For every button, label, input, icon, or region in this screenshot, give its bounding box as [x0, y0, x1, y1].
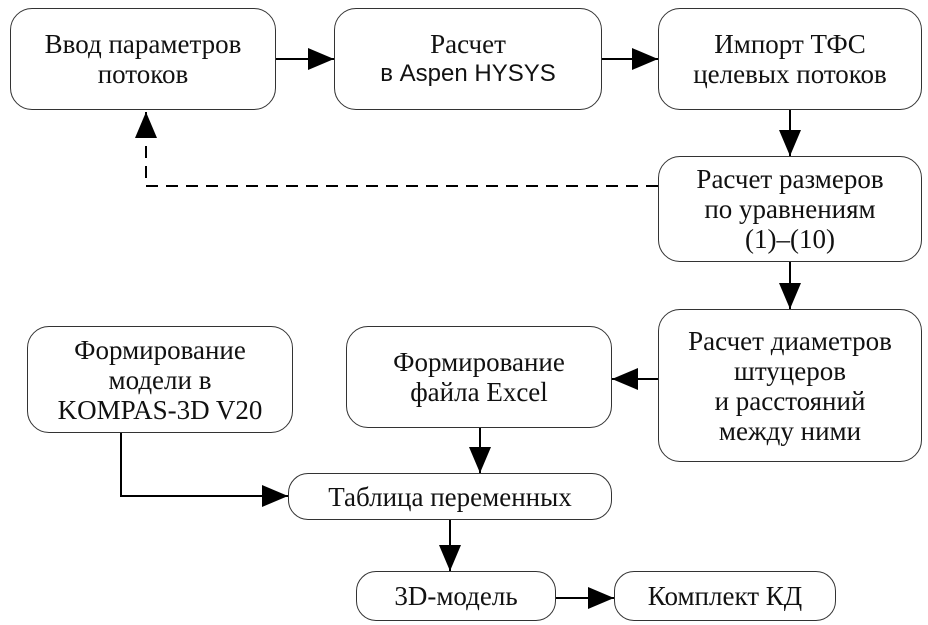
- node-excel-file: Формирование файла Excel: [346, 326, 612, 428]
- arrow-kompas-to-table: [120, 433, 288, 507]
- node-kd-set: Комплект КД: [614, 571, 836, 621]
- node-3d-model: 3D-модель: [356, 571, 556, 621]
- node-import-tfs: Импорт ТФС целевых потоков: [658, 8, 922, 110]
- node-kompas-model: Формирование модели в KOMPAS-3D V20: [27, 326, 293, 433]
- node-calc-hysys: Расчет в Aspen HYSYS: [334, 8, 602, 110]
- arrow-feedback-dashed: [135, 112, 658, 187]
- node-variables-table: Таблица переменных: [288, 473, 612, 520]
- node-calc-sizes: Расчет размеров по уравнениям (1)–(10): [658, 156, 922, 262]
- node-input-params: Ввод параметров потоков: [10, 8, 276, 110]
- node-calc-nozzles: Расчет диаметров штуцеров и расстояний м…: [658, 309, 922, 462]
